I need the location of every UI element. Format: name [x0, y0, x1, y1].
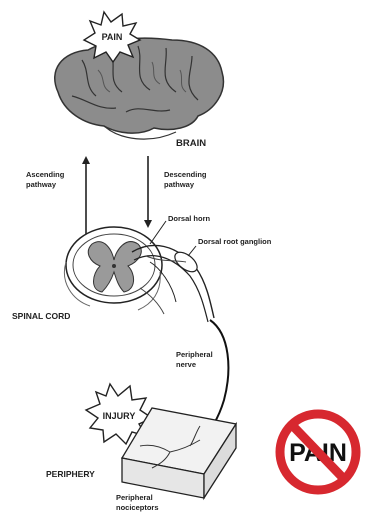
dorsal-horn-pointer [150, 221, 166, 244]
descending-label-1: Descending [164, 170, 207, 179]
dorsal-root-ganglion-label: Dorsal root ganglion [198, 237, 272, 246]
spinal-cord-illustration [64, 227, 176, 314]
no-pain-sign: PAIN [280, 414, 356, 490]
ganglion-pointer [188, 246, 196, 256]
ascending-label-2: pathway [26, 180, 57, 189]
peripheral-nociceptors-label-1: Peripheral [116, 493, 153, 502]
peripheral-nerve-label-2: nerve [176, 360, 196, 369]
peripheral-nerve-label-1: Peripheral [176, 350, 213, 359]
brain-label: BRAIN [176, 138, 206, 149]
descending-label-2: pathway [164, 180, 195, 189]
periphery-label: PERIPHERY [46, 469, 95, 479]
brain-illustration [55, 38, 224, 139]
ascending-label-1: Ascending [26, 170, 65, 179]
pain-burst-label: PAIN [102, 32, 123, 42]
spinal-cord-label: SPINAL CORD [12, 311, 70, 321]
peripheral-nociceptors-label-2: nociceptors [116, 503, 159, 512]
dorsal-horn-label: Dorsal horn [168, 214, 211, 223]
injury-burst-label: INJURY [103, 411, 136, 421]
